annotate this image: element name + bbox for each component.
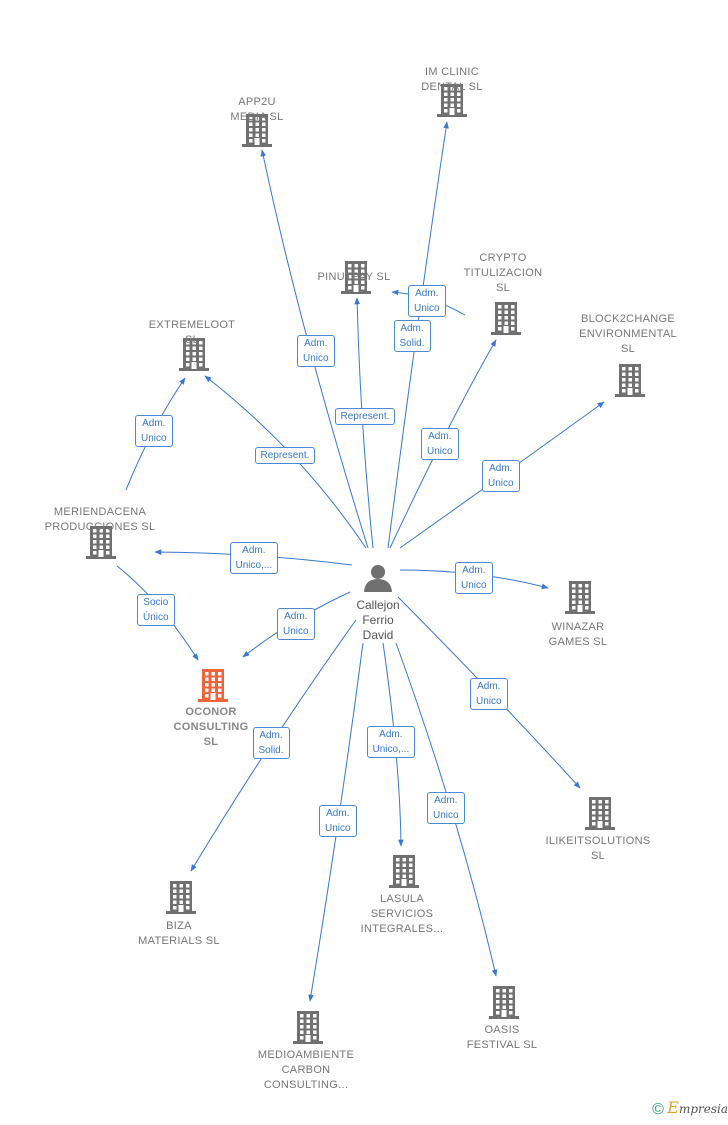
building-icon (198, 669, 228, 702)
building-icon (615, 364, 645, 397)
edge-label-oconor[interactable]: Adm. Unico (277, 608, 315, 640)
company-label-app2u[interactable]: APP2U MEDIA SL (230, 96, 284, 123)
company-label-oconor[interactable]: OCONOR CONSULTING SL (173, 706, 249, 748)
edge-label-extremeloot[interactable]: Adm. Unico (135, 415, 173, 447)
edge-label-ilikeit[interactable]: Adm. Unico (470, 678, 508, 710)
edge-label-winazar[interactable]: Adm. Unico (455, 562, 493, 594)
nodes-layer (86, 84, 645, 1044)
company-label-oasis[interactable]: OASIS FESTIVAL SL (466, 1024, 538, 1051)
edge-label-medioambiente[interactable]: Adm. Unico (319, 805, 357, 837)
edge-person-imclinic (387, 121, 449, 549)
building-icon (341, 261, 371, 294)
company-label-medioambiente[interactable]: MEDIOAMBIENTE CARBON CONSULTING... (257, 1049, 355, 1091)
footer-brand[interactable]: © Empresia (652, 1098, 728, 1119)
edge-label-extremeloot[interactable]: Represent. (254, 446, 316, 464)
person-label[interactable]: Callejon Ferrio David (356, 598, 400, 642)
company-label-pinutpay[interactable]: PINUTPAY SL (317, 271, 391, 283)
building-icon (489, 986, 519, 1019)
company-label-block2change[interactable]: BLOCK2CHANGE ENVIRONMENTAL SL (579, 313, 677, 355)
building-icon (565, 581, 595, 614)
edge-label-crypto[interactable]: Adm. Unico (421, 428, 459, 460)
building-icon (293, 1011, 323, 1044)
person-icon (364, 565, 392, 592)
brand-logo: Empresia (667, 1098, 728, 1117)
company-label-biza[interactable]: BIZA MATERIALS SL (138, 920, 220, 947)
building-icon (389, 855, 419, 888)
company-label-ilikeit[interactable]: ILIKEITSOLUTIONS SL (545, 835, 651, 862)
building-icon (585, 797, 615, 830)
company-label-winazar[interactable]: WINAZAR GAMES SL (548, 621, 608, 648)
building-icon (179, 338, 209, 371)
edge-label-lasula[interactable]: Adm. Unico,... (366, 726, 416, 758)
building-icon (491, 302, 521, 335)
edge-label-meriendacena[interactable]: Adm. Unico,... (229, 542, 279, 574)
edge-label-app2u[interactable]: Adm. Unico (297, 335, 335, 367)
edge-label-pinutpay[interactable]: Adm. Unico (408, 285, 446, 317)
edge-label-block2change[interactable]: Adm. Unico (482, 460, 520, 492)
building-icon (437, 84, 467, 117)
company-label-meriendacena[interactable]: MERIENDACENA PRODUCCIONES SL (44, 506, 156, 533)
edge-label-biza[interactable]: Adm. Solid. (252, 727, 290, 759)
company-label-crypto[interactable]: CRYPTO TITULIZACION SL (463, 252, 543, 294)
building-icon (242, 114, 272, 147)
building-icon (166, 881, 196, 914)
company-label-lasula[interactable]: LASULA SERVICIOS INTEGRALES... (360, 893, 444, 935)
company-label-imclinic[interactable]: IM CLINIC DENTAL SL (421, 66, 483, 93)
edge-label-oconor[interactable]: Socio Único (137, 594, 175, 626)
building-icon (86, 526, 116, 559)
edge-label-imclinic[interactable]: Adm. Solid. (393, 320, 431, 352)
copyright-symbol: © (652, 1101, 664, 1118)
company-label-extremeloot[interactable]: EXTREMELOOT SL (148, 319, 236, 346)
edge-label-oasis[interactable]: Adm. Unico (427, 792, 465, 824)
edge-label-pinutpay[interactable]: Represent. (334, 407, 396, 425)
